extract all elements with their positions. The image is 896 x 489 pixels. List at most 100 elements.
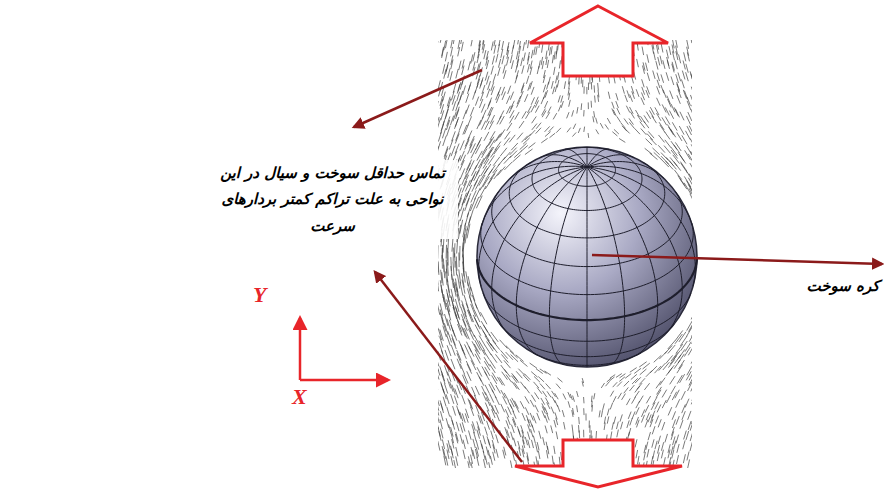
velocity-vector [688,345,692,355]
velocity-vector [487,421,490,430]
velocity-vector [669,127,674,135]
velocity-vector [644,115,649,122]
velocity-vector [446,394,449,404]
velocity-vector [521,145,528,151]
velocity-vector [650,419,653,427]
velocity-vector [637,59,639,67]
velocity-vector [641,97,644,105]
velocity-vector [680,336,687,346]
velocity-vector [617,430,619,438]
velocity-vector [536,46,537,54]
velocity-vector [509,135,515,142]
velocity-vector [502,92,505,100]
velocity-vector [461,155,466,165]
velocity-vector [641,129,647,135]
velocity-vector [506,375,512,383]
velocity-vector [496,54,498,63]
velocity-vector [588,102,589,109]
velocity-vector [647,54,649,62]
velocity-vector [687,101,691,110]
velocity-vector [444,265,445,279]
velocity-vector [482,386,486,395]
velocity-vector [644,452,646,460]
velocity-vector [459,61,461,70]
velocity-vector [629,385,634,391]
velocity-vector [674,162,681,171]
velocity-vector [589,425,590,432]
velocity-vector [452,338,456,349]
velocity-vector [441,429,443,439]
velocity-vector [671,76,674,85]
velocity-vector [672,411,675,419]
velocity-vector [491,344,498,353]
velocity-vector [603,403,605,410]
velocity-vector [686,326,692,337]
velocity-vector [445,350,449,361]
velocity-vector [651,456,653,465]
velocity-vector [518,429,521,437]
velocity-vector [634,128,640,134]
velocity-vector [528,440,530,448]
velocity-vector [485,72,488,81]
velocity-vector [658,419,661,427]
velocity-vector [485,427,488,436]
velocity-vector [451,59,453,68]
velocity-vector [524,53,526,62]
velocity-vector [450,116,453,126]
velocity-vector [495,405,499,414]
velocity-vector [453,101,456,111]
velocity-vector [645,420,648,428]
velocity-vector [689,371,692,380]
velocity-vector [476,165,482,175]
velocity-vector [549,127,554,132]
velocity-vector [557,80,559,88]
velocity-vector [490,394,494,403]
velocity-vector [465,140,469,150]
velocity-vector [466,94,469,103]
velocity-vector [498,44,500,53]
velocity-vector [683,60,685,69]
velocity-vector [536,444,538,452]
velocity-vector [525,407,529,415]
velocity-vector [648,432,650,440]
velocity-vector [661,442,663,451]
velocity-vector [625,374,631,379]
velocity-vector [551,425,553,433]
velocity-vector [674,441,676,450]
velocity-vector [516,355,524,362]
velocity-vector [483,451,485,460]
velocity-vector [674,170,681,180]
velocity-vector [483,331,490,342]
velocity-vector [545,426,547,434]
velocity-vector [656,61,658,69]
velocity-vector [500,129,505,137]
velocity-vector [500,116,505,124]
velocity-vector [496,413,499,422]
velocity-vector [545,415,548,422]
velocity-vector [477,430,480,439]
velocity-vector [447,450,449,459]
velocity-vector [649,110,653,117]
velocity-vector [465,198,470,211]
velocity-vector [541,97,544,104]
velocity-vector [669,161,676,170]
velocity-vector [538,451,540,459]
velocity-vector [690,95,692,104]
velocity-vector [636,401,640,408]
velocity-vector [572,410,573,417]
velocity-vector [521,58,523,66]
velocity-vector [691,109,692,118]
velocity-vector [521,136,527,143]
velocity-vector [496,385,501,393]
velocity-vector [465,313,470,325]
velocity-vector [525,94,528,102]
velocity-vector [642,66,644,74]
velocity-vector [617,108,620,115]
grid-line [587,162,665,238]
velocity-vector [466,435,468,444]
velocity-vector [471,462,473,468]
velocity-vector [676,435,679,444]
velocity-vector [547,446,548,454]
velocity-vector [445,52,447,61]
velocity-vector [688,154,692,164]
